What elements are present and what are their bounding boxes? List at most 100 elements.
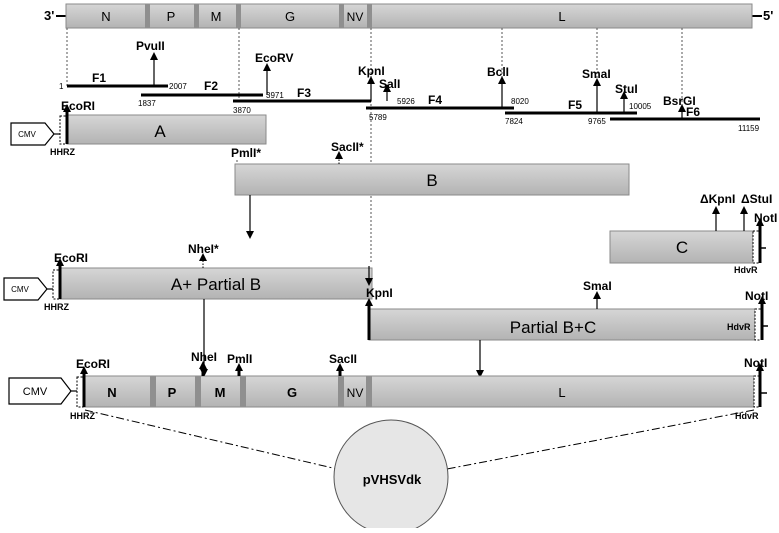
fragment-f3-label: F3 bbox=[297, 86, 311, 100]
box-c-label: C bbox=[676, 238, 688, 257]
construct-b: B PmlI* SacII* bbox=[231, 140, 630, 196]
plasmid-label: pVHSVdk bbox=[363, 472, 422, 487]
construct-a: CMV A EcoRI HHRZ bbox=[10, 99, 267, 157]
coord-3870: 3870 bbox=[233, 106, 251, 115]
hdvr-label-final: HdvR bbox=[735, 411, 759, 421]
box-b-label: B bbox=[426, 171, 437, 190]
construct-c: C NotI ΔKpnI ΔStuI HdvR bbox=[609, 192, 777, 275]
hdvr-label-c: HdvR bbox=[734, 265, 758, 275]
site-delta-kpni: ΔKpnI bbox=[700, 192, 735, 206]
genome-map: 3' 5' N P M G NV L bbox=[44, 3, 773, 29]
final-gene-g: G bbox=[287, 385, 297, 400]
coord-8020: 8020 bbox=[511, 97, 529, 106]
site-labels-fragments: PvuII EcoRV KpnI SalI BclI SmaI StuI Bsr… bbox=[136, 39, 696, 108]
construct-partial-b-c: Partial B+C KpnI SmaI NotI HdvR bbox=[365, 279, 768, 341]
hhrz-label-ab: HHRZ bbox=[44, 302, 69, 312]
hhrz-label-final: HHRZ bbox=[70, 411, 95, 421]
final-gene-n: N bbox=[107, 385, 116, 400]
plasmid-circle bbox=[333, 419, 449, 533]
site-sali: SalI bbox=[379, 77, 400, 91]
coord-7824: 7824 bbox=[505, 117, 523, 126]
box-a-partial-b bbox=[59, 267, 373, 300]
final-gene-p: P bbox=[168, 385, 177, 400]
final-dividers bbox=[150, 376, 372, 407]
final-gene-nv: NV bbox=[347, 386, 364, 400]
final-gene-m: M bbox=[215, 385, 226, 400]
box-b bbox=[234, 163, 630, 196]
site-nhei-final: NheI bbox=[191, 350, 217, 364]
genome-5prime-label: 5' bbox=[763, 8, 773, 23]
site-nhei-star: NheI* bbox=[188, 242, 219, 256]
genome-gene-nv: NV bbox=[347, 10, 364, 24]
site-pvuii: PvuII bbox=[136, 39, 165, 53]
final-construct: CMV N P M G NV L EcoRI NheI PmlI SacII N… bbox=[8, 350, 767, 421]
cmv-label-a: CMV bbox=[18, 130, 36, 139]
coord-5926: 5926 bbox=[397, 97, 415, 106]
site-noti-pbc: NotI bbox=[745, 289, 768, 303]
hhrz-label-a: HHRZ bbox=[50, 147, 75, 157]
hdvr-label-pbc: HdvR bbox=[727, 322, 751, 332]
genome-dividers bbox=[145, 4, 372, 28]
final-gene-l: L bbox=[558, 385, 565, 400]
site-bcli: BclI bbox=[487, 65, 509, 79]
site-smai-pbc: SmaI bbox=[583, 279, 612, 293]
coord-9765: 9765 bbox=[588, 117, 606, 126]
site-ecori-final: EcoRI bbox=[76, 357, 110, 371]
genome-gene-p: P bbox=[167, 9, 176, 24]
site-delta-stui: ΔStuI bbox=[741, 192, 772, 206]
plasmid: pVHSVdk bbox=[84, 409, 755, 533]
fragment-lines bbox=[67, 84, 760, 121]
site-kpni-pbc: KpnI bbox=[366, 286, 393, 300]
fragment-f1-label: F1 bbox=[92, 71, 106, 85]
site-stui: StuI bbox=[615, 82, 638, 96]
coord-1837: 1837 bbox=[138, 99, 156, 108]
cmv-promoter-ab bbox=[3, 277, 48, 301]
genome-3prime-label: 3' bbox=[44, 8, 54, 23]
box-c bbox=[609, 230, 754, 264]
fragment-labels: F1 F2 F3 F4 F5 F6 bbox=[92, 71, 700, 119]
hhrz-element-ab bbox=[52, 269, 60, 300]
fragment-coordinates: 1 2007 1837 3971 3870 5926 5789 8020 782… bbox=[59, 82, 760, 133]
site-sacii-final: SacII bbox=[329, 352, 357, 366]
coord-3971: 3971 bbox=[266, 91, 284, 100]
site-arrows-fragments bbox=[150, 52, 686, 119]
box-a-partial-b-label: A+ Partial B bbox=[171, 275, 261, 294]
site-pmli-star: PmlI* bbox=[231, 146, 261, 160]
site-pmli-final: PmlI bbox=[227, 352, 252, 366]
coord-1: 1 bbox=[59, 82, 64, 91]
site-kpni-top: KpnI bbox=[358, 64, 385, 78]
site-smai-top: SmaI bbox=[582, 67, 611, 81]
cmv-promoter-final bbox=[8, 377, 72, 405]
box-a-label: A bbox=[154, 122, 166, 141]
fragment-f6-label: F6 bbox=[686, 105, 700, 119]
site-ecori-a: EcoRI bbox=[61, 99, 95, 113]
fragment-f4-label: F4 bbox=[428, 93, 442, 107]
hhrz-element-a bbox=[59, 115, 67, 145]
coord-10005: 10005 bbox=[629, 102, 652, 111]
genome-gene-m: M bbox=[211, 9, 222, 24]
site-noti-c: NotI bbox=[754, 211, 777, 225]
site-bsrgi: BsrGI bbox=[663, 94, 696, 108]
cmv-label-final: CMV bbox=[23, 386, 48, 398]
coord-11159: 11159 bbox=[738, 124, 760, 133]
construct-a-partial-b: CMV A+ Partial B EcoRI HHRZ NheI* bbox=[3, 242, 373, 312]
box-partial-b-c-label: Partial B+C bbox=[510, 318, 596, 337]
site-sacii-star: SacII* bbox=[331, 140, 364, 154]
site-noti-final: NotI bbox=[744, 356, 767, 370]
fragment-f5-label: F5 bbox=[568, 98, 582, 112]
coord-5789: 5789 bbox=[369, 113, 387, 122]
site-ecori-ab: EcoRI bbox=[54, 251, 88, 265]
box-a bbox=[66, 114, 267, 145]
genome-gene-l: L bbox=[558, 9, 565, 24]
hhrz-element-final bbox=[76, 376, 84, 408]
genome-gene-n: N bbox=[101, 9, 110, 24]
hdvr-element-pbc bbox=[754, 308, 762, 341]
coord-2007: 2007 bbox=[169, 82, 187, 91]
genome-bar bbox=[65, 3, 753, 29]
hdvr-element-c bbox=[752, 230, 760, 264]
cmv-promoter-a bbox=[10, 122, 55, 146]
cmv-label-ab: CMV bbox=[11, 285, 29, 294]
genome-gene-g: G bbox=[285, 9, 295, 24]
site-ecorv: EcoRV bbox=[255, 51, 293, 65]
